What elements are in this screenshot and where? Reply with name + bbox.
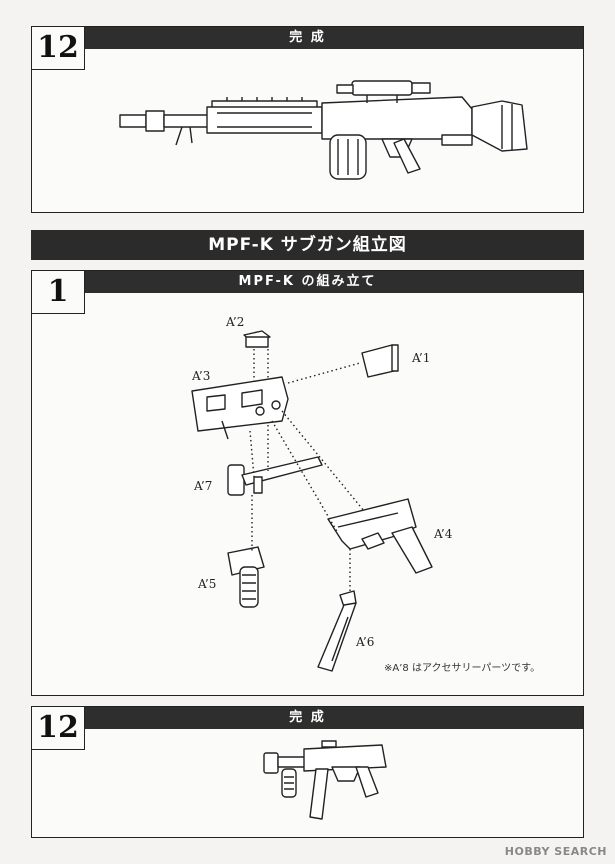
step-title: 完 成 <box>32 707 583 729</box>
step-12-complete-bottom: 完 成 12 <box>31 706 584 838</box>
part-label-a4: A’4 <box>434 527 453 541</box>
part-a4-illustration <box>327 498 433 574</box>
accessory-note: ※A’8 はアクセサリーパーツです。 <box>384 663 541 674</box>
step-12-complete-top: 完 成 12 <box>31 26 584 213</box>
smg-illustration <box>263 740 387 820</box>
section-title-banner: MPF-K サブガン組立図 <box>31 230 584 260</box>
step-1-assembly: MPF-K の組み立て 1 <box>31 270 584 696</box>
assembly-diagram <box>191 330 433 672</box>
part-label-a1: A’1 <box>412 351 431 365</box>
part-a2-illustration <box>243 330 271 348</box>
part-label-a5: A’5 <box>198 577 217 591</box>
part-label-a7: A’7 <box>194 479 213 493</box>
part-label-a3: A’3 <box>192 369 211 383</box>
step-title: MPF-K の組み立て <box>32 271 583 293</box>
part-a7-illustration <box>227 456 323 496</box>
step-number: 1 <box>32 271 85 314</box>
step-number: 12 <box>32 707 85 750</box>
step-number: 12 <box>32 27 85 70</box>
machine-gun-illustration <box>119 80 528 180</box>
part-a5-illustration <box>227 546 265 608</box>
part-label-a2: A’2 <box>226 315 245 329</box>
part-a6-illustration <box>317 590 357 672</box>
part-a3-illustration <box>191 376 289 440</box>
watermark: HOBBY SEARCH <box>504 845 607 858</box>
step-title: 完 成 <box>32 27 583 49</box>
part-a1-illustration <box>361 344 399 378</box>
part-label-a6: A’6 <box>356 635 375 649</box>
